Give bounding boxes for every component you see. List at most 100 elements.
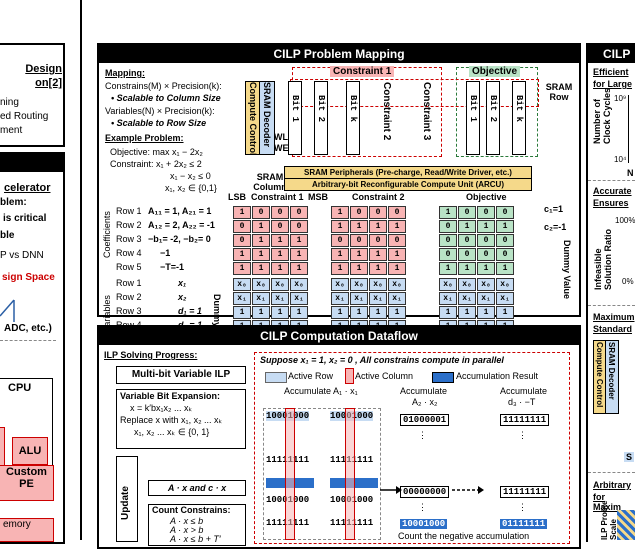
objective-top-label: Objective (469, 66, 521, 77)
mapping-label: Mapping: (105, 68, 145, 78)
col-constraint2-label: Constraint 2 (352, 192, 405, 202)
bit-column (288, 81, 302, 155)
coef-cell: 1 (388, 262, 406, 275)
coef-row-label: Row 5 (116, 262, 142, 272)
var-cell: x₀ (233, 278, 251, 291)
var-cell: 1 (252, 306, 270, 319)
vbe-title: Variable Bit Expansion: (120, 391, 221, 401)
block (0, 427, 5, 469)
var-cell: 1 (271, 306, 289, 319)
custom-pe-block: Custom PE (0, 465, 54, 501)
legend-swatch-acc (432, 372, 454, 383)
right-standard: Standard (593, 324, 633, 334)
coef-cell: 1 (233, 262, 251, 275)
acc2-row1: 01000001 (400, 414, 450, 426)
left-text: ment (0, 125, 23, 136)
coef-cell: 1 (369, 220, 387, 233)
right-n: N (627, 168, 634, 178)
acc3-row1: 11111111 (500, 414, 550, 426)
var-row-expr: x₁ (178, 278, 187, 288)
var-cell: 1 (458, 306, 476, 319)
mapping-line-b: • Scalable to Row Size (111, 118, 207, 128)
coef-cell: 0 (271, 220, 289, 233)
bit-column (314, 81, 328, 155)
count-negative-label: Count the negative accumulation (398, 531, 530, 541)
coef-row-expr: A₁₂ = 2, A₂₂ = -1 (148, 220, 215, 230)
flow-arrows (380, 486, 484, 494)
acc2-row2: 00000000 (400, 486, 450, 498)
sram-decoder-bar (259, 81, 275, 155)
acc2-result: 10001000 (400, 519, 448, 529)
left-text: blem: (0, 197, 27, 208)
coef-cell: 1 (252, 262, 270, 275)
coef-cell: 0 (496, 206, 514, 219)
coef-cell: 0 (458, 234, 476, 247)
right-0: 0% (622, 277, 634, 286)
var-cell: 1 (331, 306, 349, 319)
var-cell: 1 (369, 306, 387, 319)
coef-cell: 0 (331, 234, 349, 247)
left-text: ning (0, 97, 19, 108)
coef-row-expr: −T=-1 (160, 262, 185, 272)
coef-cell: 1 (477, 262, 495, 275)
var-cell: x₁ (271, 292, 289, 305)
dataflow-panel: CILP Computation Dataflow (97, 325, 581, 549)
coef-cell: 0 (252, 206, 270, 219)
constraint3-vertical: Constraint 3 (421, 82, 432, 141)
coef-row-expr: −1 (160, 248, 171, 258)
coef-cell: 1 (350, 262, 368, 275)
bit-column (346, 81, 360, 155)
coef-cell: 0 (388, 234, 406, 247)
var-cell: x₀ (388, 278, 406, 291)
left-sketch (0, 299, 15, 322)
coef-row-expr: −b₁= -2, −b₂= 0 (148, 234, 211, 244)
var-cell: 1 (350, 306, 368, 319)
right-arbitrary: Arbitrary (593, 480, 632, 490)
acc1-label: Accumulate A₁ · x₁ (284, 386, 358, 396)
var-cell: x₀ (458, 278, 476, 291)
col-constraint1-label: Constraint 1 (251, 192, 304, 202)
var-cell: x₁ (439, 292, 457, 305)
legend-acc: Accumulation Result (456, 371, 539, 381)
var-cell: x₁ (458, 292, 476, 305)
var-cell: 1 (290, 306, 308, 319)
cpu-label: CPU (8, 382, 32, 394)
c2-equation: c₂=-1 (544, 222, 567, 232)
right-ensures: Ensures (593, 198, 629, 208)
var-cell: 1 (233, 306, 251, 319)
progress-label: ILP Solving Progress: (104, 350, 198, 360)
var-cell: x₀ (290, 278, 308, 291)
bitk-label: Bit k (348, 95, 358, 123)
right-maximum: Maximum (593, 312, 635, 322)
left-column: Design on[2] ning ed Routing ment celera… (0, 0, 80, 544)
coef-cell: 1 (331, 206, 349, 219)
we-label: WE (274, 143, 289, 153)
legend-swatch-active-col (345, 368, 354, 384)
bit1-label: Bit 1 (290, 95, 300, 123)
coef-cell: 0 (369, 234, 387, 247)
var-cell: x₀ (331, 278, 349, 291)
mapping-line-b: • Scalable to Column Size (111, 93, 221, 103)
acc3-row2: 11111111 (500, 486, 550, 498)
var-cell: x₁ (350, 292, 368, 305)
right-efficient: Efficient (593, 67, 629, 77)
lsb-label: LSB (228, 192, 246, 202)
text: Scalable to Row Size (116, 118, 207, 128)
right-pattern (617, 510, 635, 540)
bit-column (466, 81, 480, 155)
ax-box: A · x and c · x (148, 480, 246, 496)
acc3b-label: d₃ · −T (508, 397, 536, 407)
coef-cell: 1 (271, 262, 289, 275)
coef-cell: 1 (350, 220, 368, 233)
right-sd-label: SRAM Decoder (607, 342, 616, 400)
bit-column (486, 81, 500, 155)
coef-cell: 0 (233, 220, 251, 233)
compute-control-label: Compute Control (248, 82, 258, 156)
right-cc-label: Compute Control (595, 342, 604, 408)
right-s: S (624, 452, 635, 462)
vbe-line1: x = k′bx₁x₂ ... xₖ (130, 403, 193, 413)
example-obj: Objective: max x₁ − 2x₂ (110, 147, 203, 157)
count-line1: A · x ≤ b (170, 516, 204, 526)
var-cell: x₁ (252, 292, 270, 305)
coef-cell: 1 (439, 262, 457, 275)
